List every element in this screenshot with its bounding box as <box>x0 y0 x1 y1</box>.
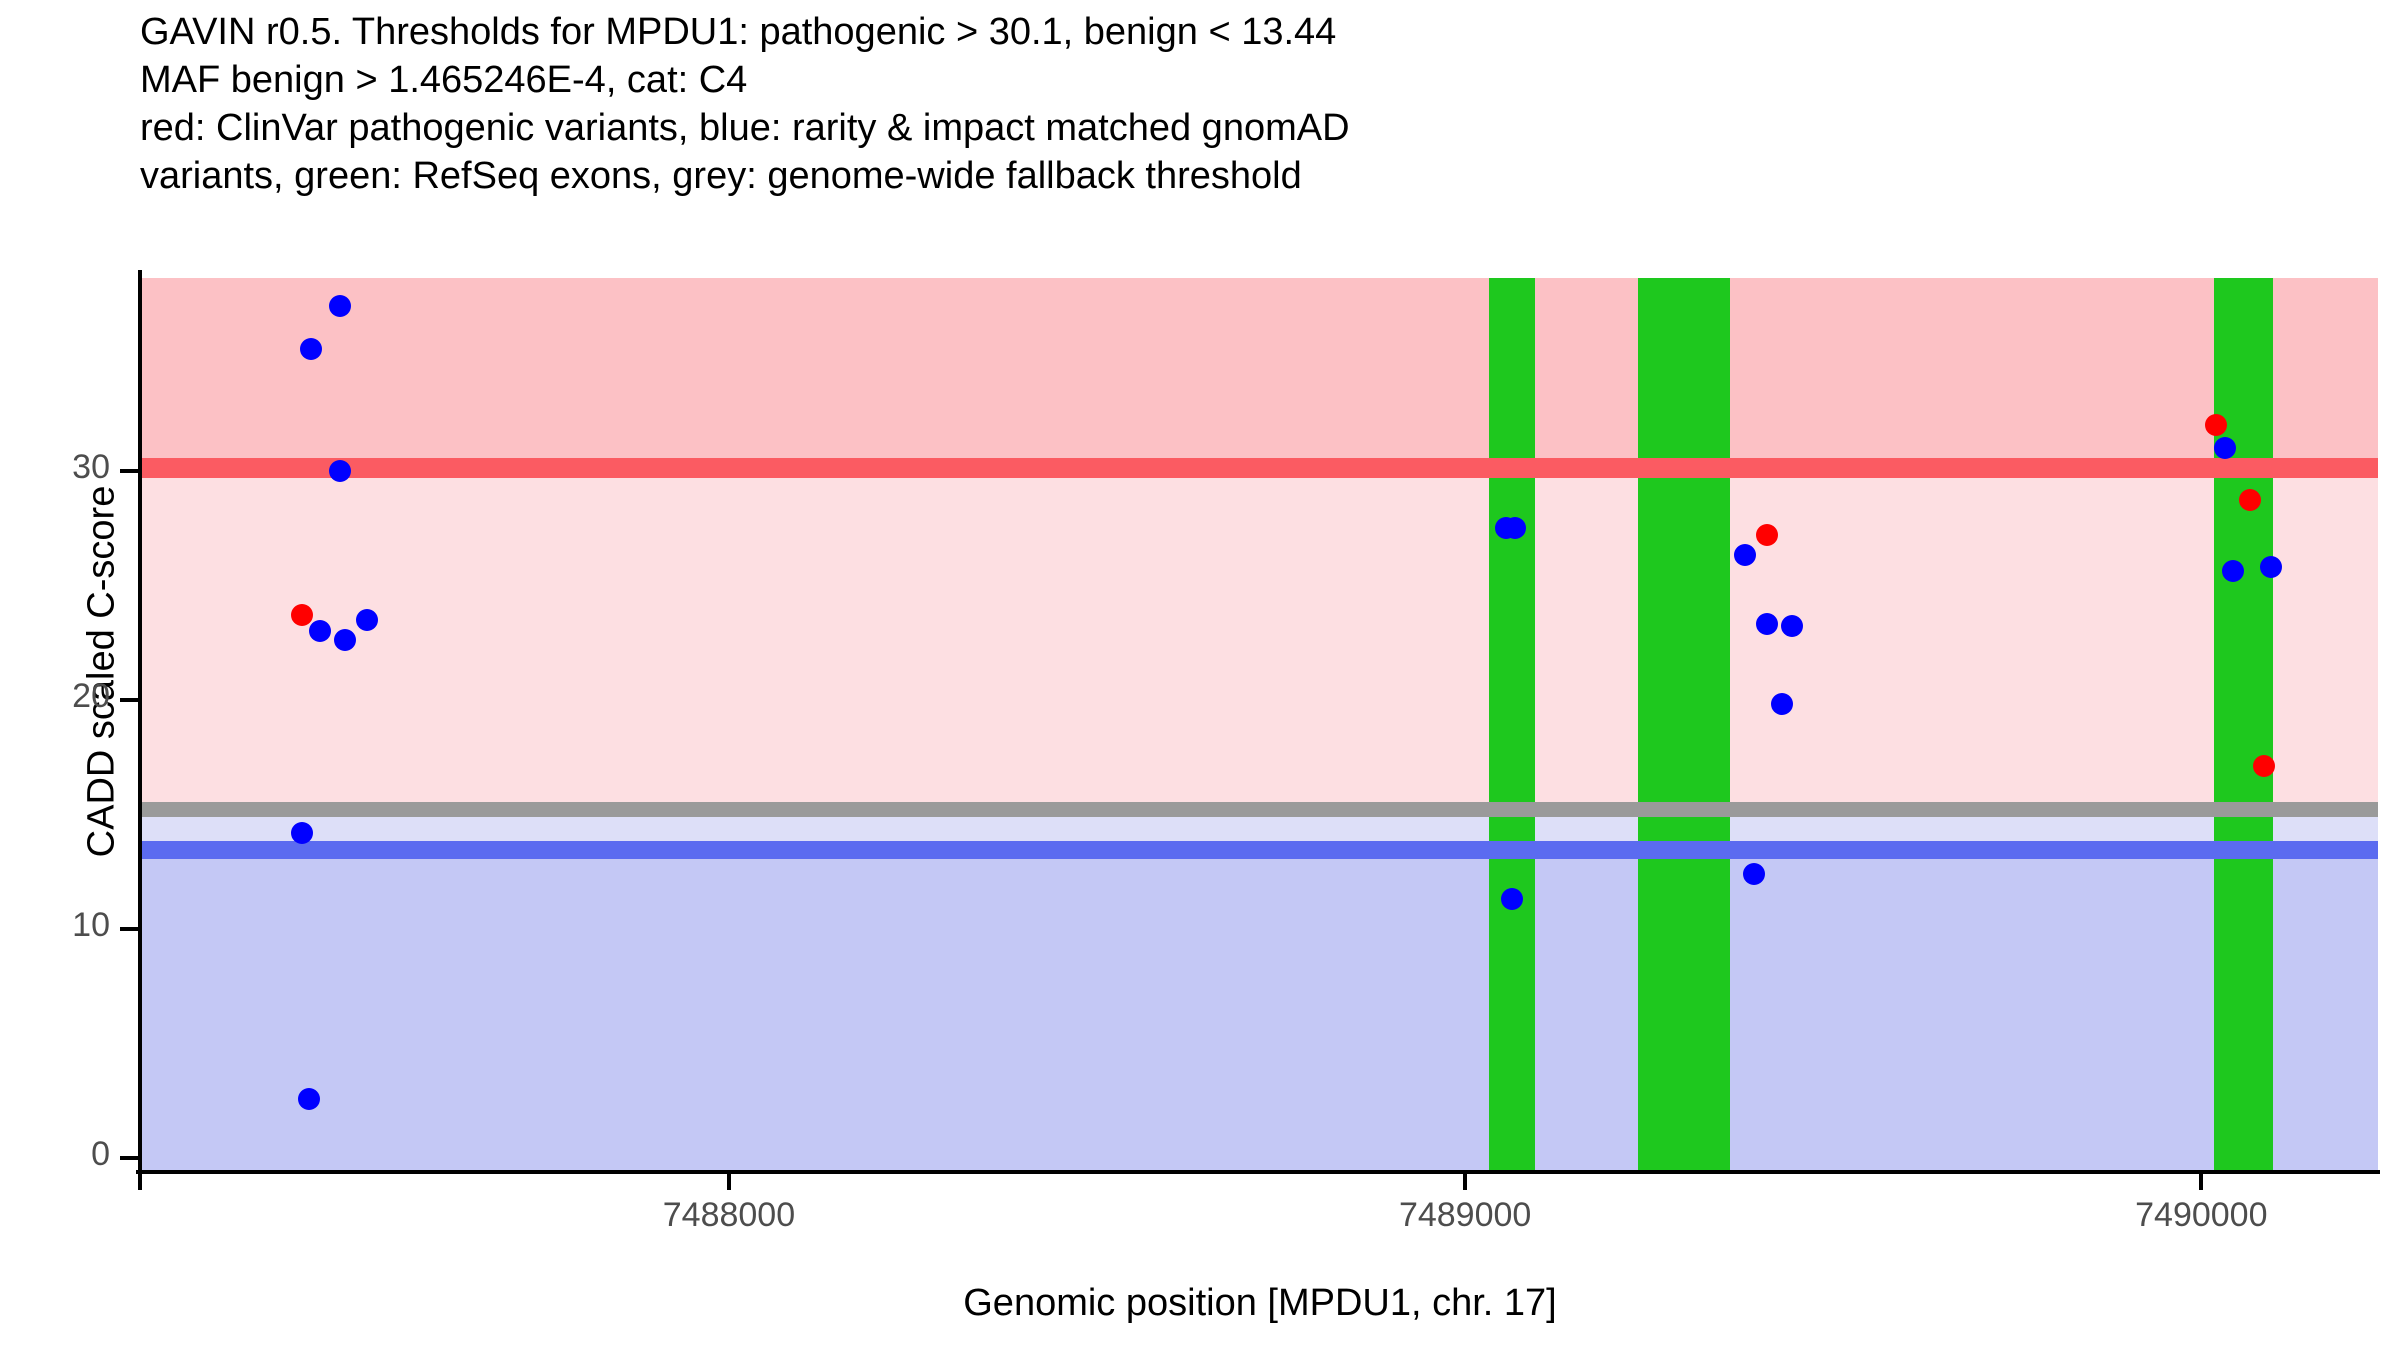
title-line-1: GAVIN r0.5. Thresholds for MPDU1: pathog… <box>140 11 1337 53</box>
x-axis-tick <box>726 1174 731 1190</box>
refseq-exon-bar <box>1489 278 1536 1172</box>
data-point <box>329 459 352 482</box>
data-point <box>1780 615 1803 638</box>
fallback-threshold-line <box>140 802 2378 818</box>
x-axis-tick <box>1463 1174 1468 1190</box>
data-point <box>1500 888 1523 911</box>
title-line-4: variants, green: RefSeq exons, grey: gen… <box>140 155 1302 197</box>
refseq-exon-bar <box>2213 278 2274 1172</box>
y-axis-tick-label: 0 <box>91 1135 110 1174</box>
y-axis-tick-label: 30 <box>72 447 110 486</box>
x-axis-tick-label: 7488000 <box>662 1196 796 1234</box>
data-point <box>299 338 322 361</box>
data-point <box>2259 555 2282 578</box>
x-axis-line <box>136 1170 2380 1174</box>
data-point <box>2213 436 2236 459</box>
data-point <box>290 821 313 844</box>
data-point <box>333 629 356 652</box>
x-axis-tick <box>2199 1174 2204 1190</box>
y-axis-tick <box>120 468 138 473</box>
x-axis-title: Genomic position [MPDU1, chr. 17] <box>963 1282 1557 1324</box>
pathogenic-threshold-line <box>140 458 2378 479</box>
data-point <box>1733 544 1756 567</box>
x-axis-tick-label: 7490000 <box>2135 1196 2268 1234</box>
y-axis-tick <box>120 697 138 702</box>
data-point <box>1743 863 1766 885</box>
y-axis-tick-label: 10 <box>72 906 110 944</box>
data-point <box>2238 489 2261 512</box>
data-point <box>2252 755 2275 778</box>
plot-panel <box>140 278 2378 1172</box>
data-point <box>1755 523 1778 546</box>
threshold-band <box>140 468 2378 810</box>
y-axis-tick <box>120 927 138 931</box>
data-point <box>355 608 378 631</box>
title-line-2: MAF benign > 1.465246E-4, cat: C4 <box>140 59 748 101</box>
y-axis-line <box>138 270 142 1190</box>
y-axis-tick-label: 20 <box>72 676 110 715</box>
benign-threshold-line <box>140 841 2378 860</box>
title-line-3: red: ClinVar pathogenic variants, blue: … <box>140 107 1350 149</box>
data-point <box>1755 613 1778 636</box>
threshold-band <box>140 278 2378 469</box>
x-axis-tick-label: 7489000 <box>1398 1196 1532 1234</box>
data-point <box>298 1087 321 1110</box>
data-point <box>1770 693 1793 716</box>
refseq-exon-bar <box>1638 278 1731 1172</box>
threshold-band <box>140 850 2378 1172</box>
data-point <box>329 294 352 317</box>
data-point <box>2205 413 2228 436</box>
data-point <box>2221 560 2244 583</box>
data-point <box>309 620 332 642</box>
data-point <box>290 603 313 626</box>
data-point <box>1504 516 1527 539</box>
y-axis-tick <box>120 1156 138 1161</box>
plot-title: GAVIN r0.5. Thresholds for MPDU1: pathog… <box>140 8 2320 200</box>
